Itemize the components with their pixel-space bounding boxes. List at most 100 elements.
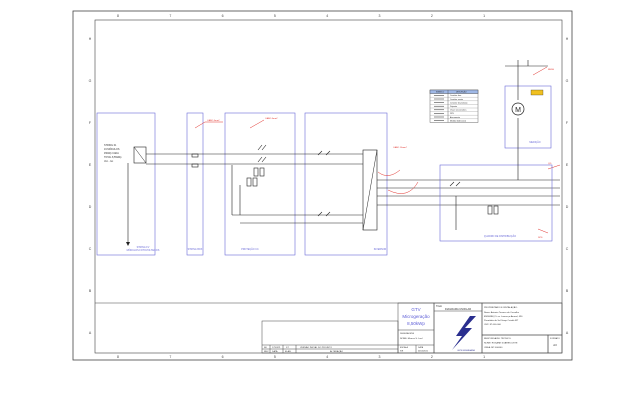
column-number: 4 bbox=[326, 14, 328, 18]
column-number: 3 bbox=[379, 14, 381, 18]
revision-date: 17/03/21 bbox=[272, 347, 281, 349]
column-number: 2 bbox=[431, 14, 433, 18]
svg-text:Voc - Isc: Voc - Isc bbox=[104, 160, 114, 163]
column-number: 7 bbox=[169, 355, 171, 359]
owner-line: ENDEREÇO: av. Lourenço Amaral, 490 bbox=[484, 315, 523, 318]
title-block bbox=[95, 302, 563, 354]
dps-symbols bbox=[246, 177, 258, 187]
revision-header: ALTERAÇÃO bbox=[330, 350, 343, 353]
title-value: DIAGRAMA UNIFILAR bbox=[445, 307, 471, 311]
inverter-switches bbox=[317, 150, 331, 217]
tech-name: NOME: ROSANE SOARES LEITE bbox=[484, 342, 518, 345]
owner-line: CEP: 87.000-000 bbox=[484, 324, 502, 326]
ground-arrow-icon bbox=[126, 242, 130, 246]
scale-label: ESCALA bbox=[400, 346, 409, 349]
project-code: GTV bbox=[411, 307, 420, 312]
pv-module-notes: STRING 01 19 MÓDULOS 450Wp CADA TOTAL 8,… bbox=[104, 144, 122, 163]
row-letter: C bbox=[566, 247, 569, 251]
project-power: 8,50kWp bbox=[407, 321, 425, 326]
column-number: 5 bbox=[274, 14, 276, 18]
pv-module-diagonal bbox=[133, 146, 147, 164]
meter-symbol: M bbox=[515, 107, 521, 114]
revision-change: VERSÃO INICIAL DO PROJETO bbox=[300, 346, 332, 349]
row-letter: E bbox=[566, 163, 569, 167]
inverter-symbol bbox=[362, 149, 378, 231]
row-letter: C bbox=[89, 247, 92, 251]
revision-table: R0 17/03/21 ST VERSÃO INICIAL DO PROJETO REV… bbox=[264, 346, 343, 353]
column-number: 3 bbox=[379, 355, 381, 359]
row-letter: D bbox=[566, 205, 569, 209]
legend-row-label: Disjuntor bbox=[450, 105, 457, 108]
company-logo: LEITE ENGENHARIA bbox=[452, 316, 476, 352]
legend-header-desc: DESCRIÇÃO bbox=[456, 91, 467, 94]
meter-label: MEDIÇÃO bbox=[529, 141, 540, 144]
svg-text:CABO 10mm²: CABO 10mm² bbox=[393, 146, 407, 149]
revision-drawer: ST bbox=[286, 347, 289, 349]
tech-heading: RESPONSÁVEL TÉCNICO: bbox=[484, 337, 512, 340]
project-name: Microgeração bbox=[402, 314, 430, 319]
meter-icon bbox=[511, 102, 525, 116]
svg-text:REDE: REDE bbox=[548, 69, 555, 71]
owner-heading: PROPRIETÁRIO E INSTALAÇÃO: bbox=[484, 306, 518, 309]
row-letter: H bbox=[566, 37, 569, 41]
svg-text:QD: QD bbox=[548, 163, 552, 165]
dc-breakers bbox=[253, 144, 267, 177]
sheet-format-value: A3 bbox=[553, 343, 557, 347]
outer-frame bbox=[72, 10, 573, 361]
column-number: 8 bbox=[117, 14, 119, 18]
legend-row-label: Aterramento bbox=[450, 116, 460, 119]
legend-row-label: DPS bbox=[450, 113, 454, 115]
column-number: 2 bbox=[431, 355, 433, 359]
row-letter: A bbox=[89, 331, 92, 335]
ac-breakers bbox=[449, 181, 499, 215]
inverter-box[interactable] bbox=[304, 112, 388, 256]
string-box[interactable] bbox=[186, 112, 204, 256]
dc-protection-box[interactable] bbox=[224, 112, 296, 256]
tech-crea: CREA: MT-000000 bbox=[484, 346, 503, 349]
svg-text:450Wp CADA: 450Wp CADA bbox=[104, 152, 119, 155]
sheet-format-label: FORMATO bbox=[550, 337, 560, 340]
designer-label: DESENHISTA bbox=[400, 332, 414, 335]
legend-row-label: Condutor fase bbox=[450, 94, 461, 97]
owner-line: Pirambóia do Sul Sinop Cuiabá MT bbox=[484, 319, 519, 322]
row-letter: A bbox=[566, 331, 569, 335]
ac-distribution-box[interactable] bbox=[439, 164, 553, 242]
designer-name: NOME: Marcos S. Leal bbox=[400, 337, 423, 340]
column-number: 4 bbox=[326, 355, 328, 359]
ac-bus bbox=[377, 179, 560, 206]
red-note-text: CABO 6mm² CABO 6mm² CABO 10mm² REDE QD D… bbox=[207, 69, 555, 239]
legend-row-label: Condutor de proteção bbox=[450, 101, 467, 104]
legend-row-label: Condutor neutro bbox=[450, 98, 463, 101]
svg-text:LEITE ENGENHARIA: LEITE ENGENHARIA bbox=[457, 349, 475, 352]
row-letter: F bbox=[566, 121, 568, 125]
meter-box[interactable] bbox=[504, 85, 552, 149]
legend-header-symbol: SÍMBOLO bbox=[436, 91, 445, 94]
string-box-fuses bbox=[191, 153, 199, 168]
row-letter: E bbox=[89, 163, 92, 167]
svg-text:TOTAL 8,55kWp: TOTAL 8,55kWp bbox=[104, 156, 122, 159]
column-number: 1 bbox=[483, 355, 485, 359]
qd-label: QUADRO DE DISTRIBUIÇÃO bbox=[484, 235, 516, 238]
date-value: 04/05/2021 bbox=[418, 351, 429, 353]
revision-number: R0 bbox=[264, 347, 268, 349]
date-label: DATA bbox=[418, 346, 424, 349]
column-number: 6 bbox=[222, 355, 224, 359]
svg-text:CABO 6mm²: CABO 6mm² bbox=[207, 119, 220, 122]
scale-value: S/E bbox=[400, 351, 404, 353]
row-letter: D bbox=[89, 205, 92, 209]
row-letter: G bbox=[89, 79, 92, 83]
svg-text:19 MÓDULOS: 19 MÓDULOS bbox=[104, 148, 120, 151]
dc-protection-label: PROTEÇÃO CC bbox=[241, 248, 259, 251]
svg-text:DPS: DPS bbox=[538, 237, 543, 239]
technical-responsible: RESPONSÁVEL TÉCNICO: NOME: ROSANE SOARES … bbox=[484, 337, 518, 349]
column-number: 1 bbox=[483, 14, 485, 18]
svg-text:CABO 6mm²: CABO 6mm² bbox=[265, 117, 278, 120]
pv-modules-box[interactable] bbox=[96, 112, 156, 256]
revision-header: REV. bbox=[264, 351, 269, 353]
